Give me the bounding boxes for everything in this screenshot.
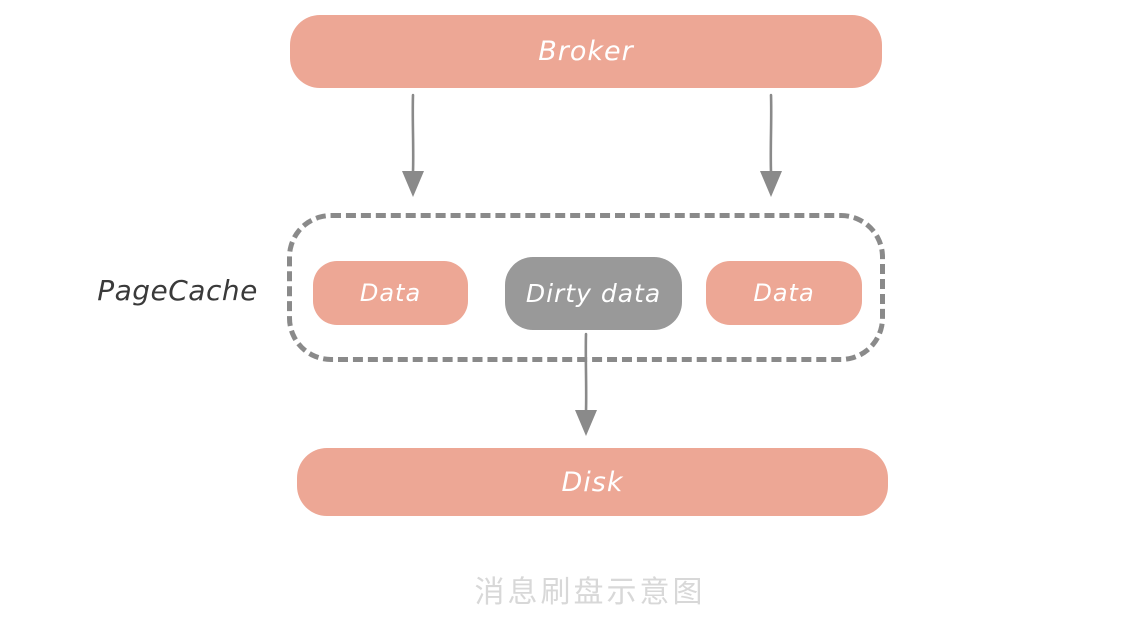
arrow-down-icon — [760, 93, 782, 197]
arrow-down-icon — [575, 332, 597, 436]
broker-label: Broker — [538, 36, 634, 67]
dirty-data-node: Dirty data — [505, 257, 682, 330]
dirty-data-label: Dirty data — [525, 279, 662, 308]
data-node-left: Data — [313, 261, 468, 325]
data-node-right: Data — [706, 261, 862, 325]
pagecache-label: PageCache — [97, 274, 258, 307]
broker-node: Broker — [290, 15, 882, 88]
diagram-caption: 消息刷盘示意图 — [474, 575, 706, 610]
disk-label: Disk — [561, 466, 624, 498]
arrow-down-icon — [402, 93, 424, 197]
data-node-left-label: Data — [359, 279, 422, 307]
disk-node: Disk — [297, 448, 888, 516]
data-node-right-label: Data — [753, 279, 815, 307]
